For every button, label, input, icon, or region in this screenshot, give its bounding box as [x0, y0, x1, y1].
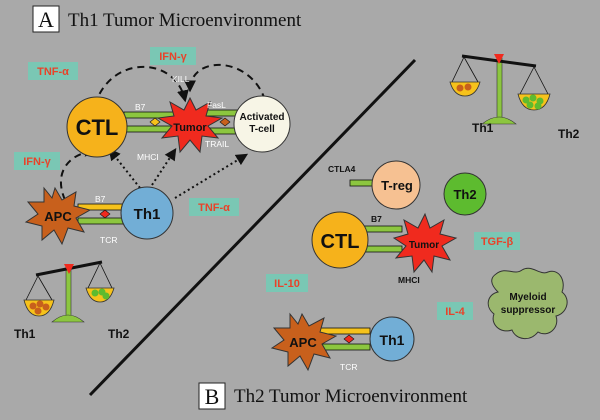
myeloid-label-1: Myeloid	[509, 292, 546, 303]
cytokine-ifn-top: IFN-γ	[159, 51, 187, 63]
cytokine-box	[189, 198, 239, 216]
panel-a-letter: A	[38, 7, 54, 32]
th1-label-b: Th1	[380, 332, 405, 348]
apc-label: APC	[44, 209, 72, 224]
dotted-arrow-th1-tumor	[151, 147, 177, 186]
panel-b-letter-box	[198, 382, 226, 410]
dotted-arrow-th1-ctl	[108, 148, 141, 189]
apc-star-icon	[270, 312, 338, 372]
cytokine-il4: IL-4	[445, 306, 465, 318]
receptor-diamond	[149, 117, 161, 127]
b7-label-b: B7	[371, 214, 382, 224]
balance-b-left-label: Th1	[472, 121, 494, 135]
activated-t-cell	[233, 95, 291, 153]
cytokine-box	[474, 232, 520, 250]
tumor-star-icon	[156, 96, 224, 154]
dotted-arrow-th1-activated	[174, 153, 249, 199]
receptor-diamond	[343, 334, 355, 344]
tumor-star-icon	[392, 212, 458, 274]
kill-label: KILL	[172, 74, 190, 84]
mhc1-label-b: MHCI	[398, 275, 420, 285]
b7-top-label: B7	[135, 102, 146, 112]
ctl-label: CTL	[76, 115, 119, 140]
dashed-arrow-activated-tumor	[184, 64, 266, 101]
panel-b-title: Th2 Tumor Microenvironment	[234, 386, 468, 407]
cytokine-tnf-top: TNF-α	[37, 66, 69, 78]
activated-label-1: Activated	[239, 112, 284, 123]
apc-label-b: APC	[289, 335, 317, 350]
cytokine-box	[14, 152, 60, 170]
receptor-tcr-bar	[77, 217, 127, 225]
ctl-label-b: CTL	[321, 231, 360, 253]
th2-cell	[443, 172, 487, 216]
trail-label: TRAIL	[205, 139, 229, 149]
dashed-arrow-ctl-tumor	[94, 65, 189, 106]
balance-scale-icon	[23, 260, 115, 323]
apc-star-icon	[24, 186, 92, 246]
receptor-mhc-bar	[123, 125, 175, 133]
panel-a-title: Th1 Tumor Microenvironment	[68, 10, 302, 31]
cytokine-box	[437, 302, 473, 320]
tcr-label-b: TCR	[340, 362, 357, 372]
receptor-diamond	[219, 117, 231, 127]
th1-cell	[120, 186, 174, 240]
myeloid-blob-icon	[487, 267, 568, 339]
balance-a-left-label: Th1	[14, 327, 36, 341]
panel-b-letter: B	[205, 384, 220, 409]
cytokine-box	[28, 62, 78, 80]
treg-cell	[371, 160, 421, 210]
tumor-label: Tumor	[173, 122, 207, 134]
th2-label: Th2	[453, 187, 476, 202]
panel-a: A Th1 Tumor Microenvironment TNF-α IFN-γ…	[14, 5, 302, 341]
panel-b: Th1 Th2 CTLA4 T-reg Th2 B7 CTL Tumor MHC…	[198, 54, 580, 410]
balance-b-right-label: Th2	[558, 127, 580, 141]
activated-label-2: T-cell	[249, 124, 275, 135]
myeloid-label-2: suppressor	[501, 305, 556, 316]
cytokine-tgf: TGF-β	[481, 236, 514, 248]
cytokine-box	[266, 274, 308, 292]
receptor-diamond	[99, 209, 111, 219]
balance-a-right-label: Th2	[108, 327, 130, 341]
b7-bottom-label: B7	[95, 194, 106, 204]
cytokine-tnf-mid: TNF-α	[198, 202, 230, 214]
ctla4-label: CTLA4	[328, 164, 356, 174]
ctl-cell-b	[311, 211, 369, 269]
cytokine-ifn-left: IFN-γ	[23, 156, 51, 168]
cytokine-box	[150, 47, 196, 65]
fasl-label: FasL	[207, 100, 226, 110]
cytokine-il10: IL-10	[274, 278, 300, 290]
tumor-label-b: Tumor	[409, 240, 439, 251]
tcr-label: TCR	[100, 235, 117, 245]
balance-scale-icon	[449, 54, 551, 125]
th1-label: Th1	[134, 206, 161, 223]
treg-label: T-reg	[381, 178, 413, 193]
divider-line	[88, 58, 417, 397]
th1-cell-b	[369, 316, 415, 362]
panel-a-letter-box	[32, 5, 60, 33]
ctl-cell	[66, 96, 128, 158]
mhc1-label: MHCI	[137, 152, 159, 162]
